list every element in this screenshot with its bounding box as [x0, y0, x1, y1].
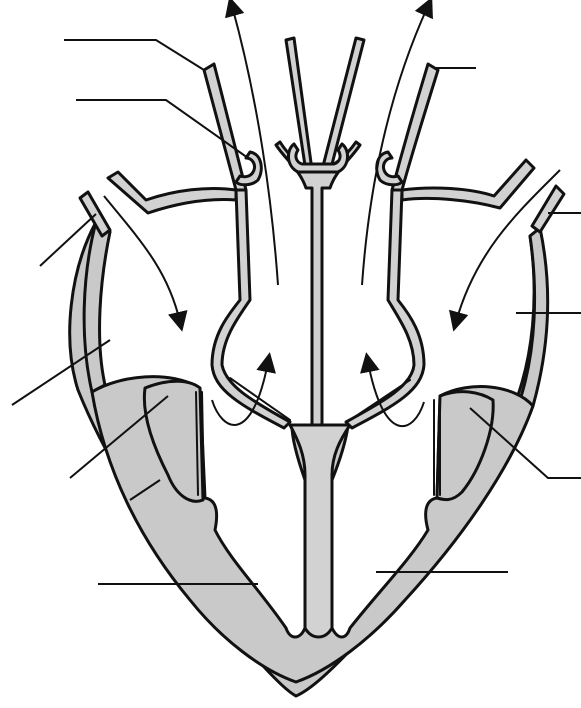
left-great-vessel	[204, 64, 246, 190]
label-leader-1	[64, 40, 204, 70]
left-branch-vessel	[108, 172, 236, 213]
central-trunk	[276, 142, 360, 425]
right-outflow	[346, 190, 424, 428]
flow-arrow-into-left-atrium	[104, 196, 180, 322]
center-cup	[288, 144, 347, 172]
right-branch-vessel	[402, 160, 534, 208]
